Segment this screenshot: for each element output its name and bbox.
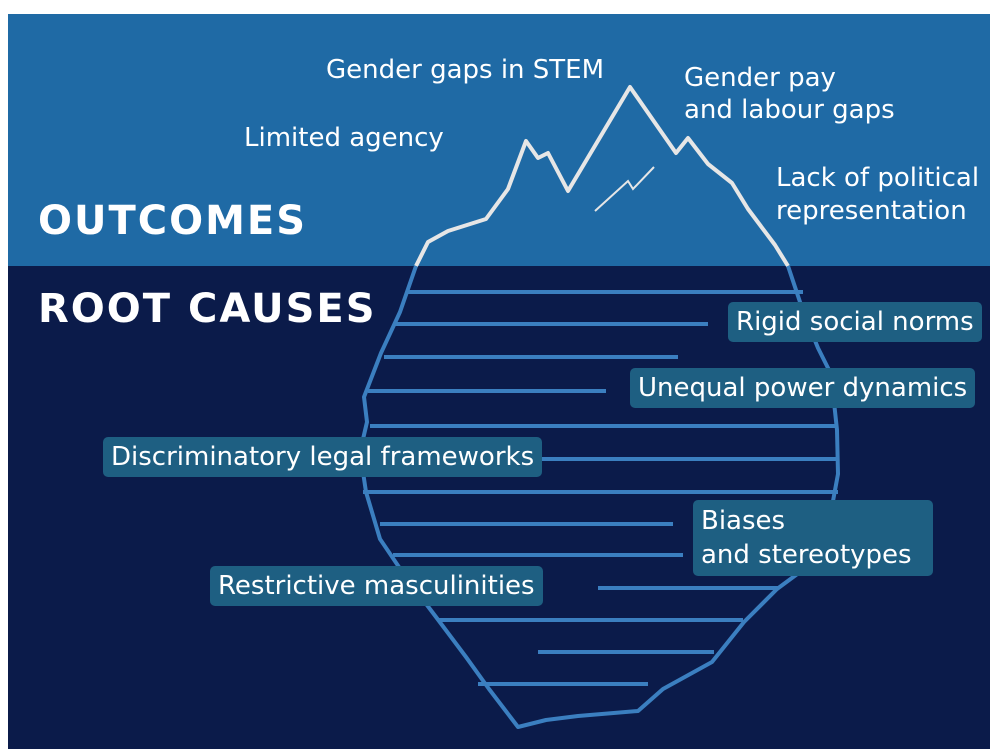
cause-norms-box: Rigid social norms [728, 302, 982, 342]
iceberg-layer-lines [363, 290, 838, 686]
iceberg-tip-crack [594, 166, 655, 212]
outcome-political-label-line1: Lack of political [776, 163, 980, 193]
cause-biases-box: Biases and stereotypes [693, 500, 933, 576]
outcome-agency-label: Limited agency [244, 123, 444, 153]
outcomes-heading: OUTCOMES [38, 198, 308, 244]
cause-legal-box: Discriminatory legal frameworks [103, 437, 543, 477]
iceberg-body-outline [358, 265, 840, 729]
cause-biases-line2: and stereotypes [701, 540, 912, 570]
root-causes-heading: ROOT CAUSES [38, 286, 377, 332]
outcome-stem-label: Gender gaps in STEM [326, 55, 605, 85]
iceberg-graphic [358, 85, 840, 729]
outcome-pay-label-line2: and labour gaps [684, 95, 895, 125]
iceberg-diagram: OUTCOMES ROOT CAUSES Gender gaps in STEM… [8, 14, 990, 749]
outcome-pay-label-line1: Gender pay [684, 63, 836, 93]
cause-masculinities-box: Restrictive masculinities [210, 566, 543, 606]
iceberg-tip-outline [414, 85, 790, 268]
above-water-area [8, 14, 990, 266]
cause-biases-line1: Biases [701, 506, 786, 536]
outcome-political-label-line2: representation [776, 196, 967, 226]
cause-power-box: Unequal power dynamics [630, 368, 976, 408]
